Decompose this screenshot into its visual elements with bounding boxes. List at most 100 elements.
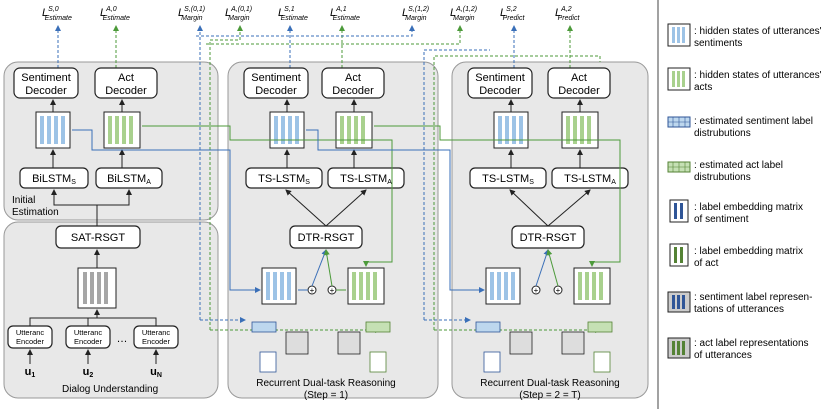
sentiment-label-repr-2 (509, 331, 533, 355)
act-hidden-states-0 (103, 111, 141, 149)
sentiment-label-distribution-2 (475, 321, 501, 333)
initial-estimation-caption2: Estimation (12, 207, 59, 218)
loss-sentiment-margin-01: LS,(0,1)Margin (178, 6, 205, 22)
loss-connectors (55, 25, 601, 333)
sentiment-decoder-0 (13, 67, 79, 99)
act-label-embedding-2 (593, 351, 611, 373)
act-label-distribution-1 (365, 321, 391, 333)
utterance-encoder-1-label: Utteranc (16, 328, 45, 337)
reasoning-step2: Sentiment Decoder Act Decoder TS-LSTMS T… (467, 67, 629, 401)
act-label-distribution-2 (587, 321, 613, 333)
sentiment-label-embedding-icon (669, 199, 689, 223)
bilstm-a-label: BiLSTMA (107, 173, 151, 186)
legend-text: acts (694, 82, 712, 93)
dialog-understanding-caption: Dialog Understanding (62, 384, 158, 395)
plus-op-2-glyph: + (330, 286, 335, 295)
reasoning2-caption: Recurrent Dual-task Reasoning (480, 378, 620, 389)
act-hidden-states-1b (347, 267, 385, 305)
sentiment-hidden-states-2b (485, 267, 521, 305)
act-decoder-label2: Decoder (105, 85, 147, 97)
legend-text: : hidden states of utterances' (694, 26, 822, 37)
reasoning2-caption2: (Step = 2 = T) (519, 390, 581, 401)
legend-text: : act label representations (694, 338, 809, 349)
legend-text: distrubutions (694, 128, 751, 139)
sentiment-decoder-2-label: Sentiment (475, 72, 525, 84)
legend-text: : hidden states of utterances' (694, 70, 822, 81)
act-decoder-2-label2: Decoder (558, 85, 600, 97)
utterance-encoder-1-label2: Encoder (16, 337, 44, 346)
dtr-rsgt-1-label: DTR-RSGT (298, 232, 355, 244)
ts-lstm-s-1 (245, 167, 323, 189)
legend-text: sentiments (694, 38, 742, 49)
sentiment-decoder-2 (467, 67, 533, 99)
sentiment-label-embedding-2 (483, 351, 501, 373)
sentiment-decoder-label: Sentiment (21, 72, 71, 84)
loss-act-margin-12: LA,(1,2)Margin (450, 6, 477, 22)
sat-rsgt-label: SAT-RSGT (71, 232, 125, 244)
act-decoder-1-label: Act (345, 72, 361, 84)
act-hidden-states-icon (667, 67, 691, 91)
legend-text: tations of utterances (694, 304, 784, 315)
sentiment-hidden-states-1 (269, 111, 305, 149)
sentiment-decoder-2-label2: Decoder (479, 85, 521, 97)
ts-lstm-a-2 (551, 167, 629, 189)
initial-estimation-caption: Initial (12, 195, 35, 206)
sentiment-decoder-1-label: Sentiment (251, 72, 301, 84)
plus-op-4-glyph: + (556, 286, 561, 295)
sentiment-label-repr-1 (285, 331, 309, 355)
act-label-repr-icon (667, 337, 691, 359)
sentiment-label-repr-icon (667, 291, 691, 313)
dtr-rsgt-2-label: DTR-RSGT (520, 232, 577, 244)
legend-text: of sentiment (694, 214, 749, 225)
bilstm-s-label: BiLSTMS (32, 173, 76, 186)
sentiment-hidden-states-1b (261, 267, 297, 305)
ts-lstm-a-1 (327, 167, 405, 189)
dialog-understanding-panel (3, 221, 219, 399)
ts-lstm-s-2-label: TS-LSTMS (482, 173, 534, 186)
legend-text: : estimated act label (694, 160, 783, 171)
legend-text: of act (694, 258, 719, 269)
act-label-repr-2 (561, 331, 585, 355)
legend-text: : estimated sentiment label (694, 116, 813, 127)
act-hidden-states-2 (561, 111, 599, 149)
dialog-understanding: SAT-RSGT Utteranc Encoder Utteranc Encod… (7, 225, 179, 395)
ts-lstm-a-2-label: TS-LSTMA (564, 173, 616, 186)
loss-act-margin-01: LA,(0,1)Margin (225, 6, 252, 22)
plus-op-3-glyph: + (534, 286, 539, 295)
initial-estimation: Sentiment Decoder Act Decoder BiLSTMS Bi… (12, 67, 163, 226)
act-label-distribution-icon (667, 161, 691, 173)
ellipsis: … (117, 333, 128, 345)
act-label-embedding-icon (669, 243, 689, 267)
utterance-hidden-states (77, 267, 117, 309)
utterance-encoder-2-label2: Encoder (74, 337, 102, 346)
legend-text: : sentiment label represen- (694, 292, 812, 303)
act-decoder-1 (321, 67, 385, 99)
act-decoder-2 (547, 67, 611, 99)
state-flows (72, 125, 621, 293)
loss-sentiment-margin-12: LS,(1,2)Margin (402, 6, 429, 22)
legend-text: : label embedding matrix (694, 246, 803, 257)
bilstm-s (19, 167, 89, 189)
sentiment-hidden-states-2 (493, 111, 529, 149)
legend-text: distrubutions (694, 172, 751, 183)
sentiment-label-distribution-1 (251, 321, 277, 333)
act-label-embedding-1 (369, 351, 387, 373)
legend-text: of utterances (694, 350, 752, 361)
utterance-encoder-n-label2: Encoder (142, 337, 170, 346)
utterance-encoder-n-label: Utteranc (142, 328, 171, 337)
act-label-repr-1 (337, 331, 361, 355)
utterance-u2: u2 (83, 366, 94, 379)
act-hidden-states-1 (335, 111, 373, 149)
reasoning1-caption: Recurrent Dual-task Reasoning (256, 378, 396, 389)
sentiment-decoder-1 (243, 67, 309, 99)
sentiment-label-distribution-icon (667, 116, 691, 128)
ts-lstm-s-1-label: TS-LSTMS (258, 173, 310, 186)
sentiment-label-embedding-1 (259, 351, 277, 373)
